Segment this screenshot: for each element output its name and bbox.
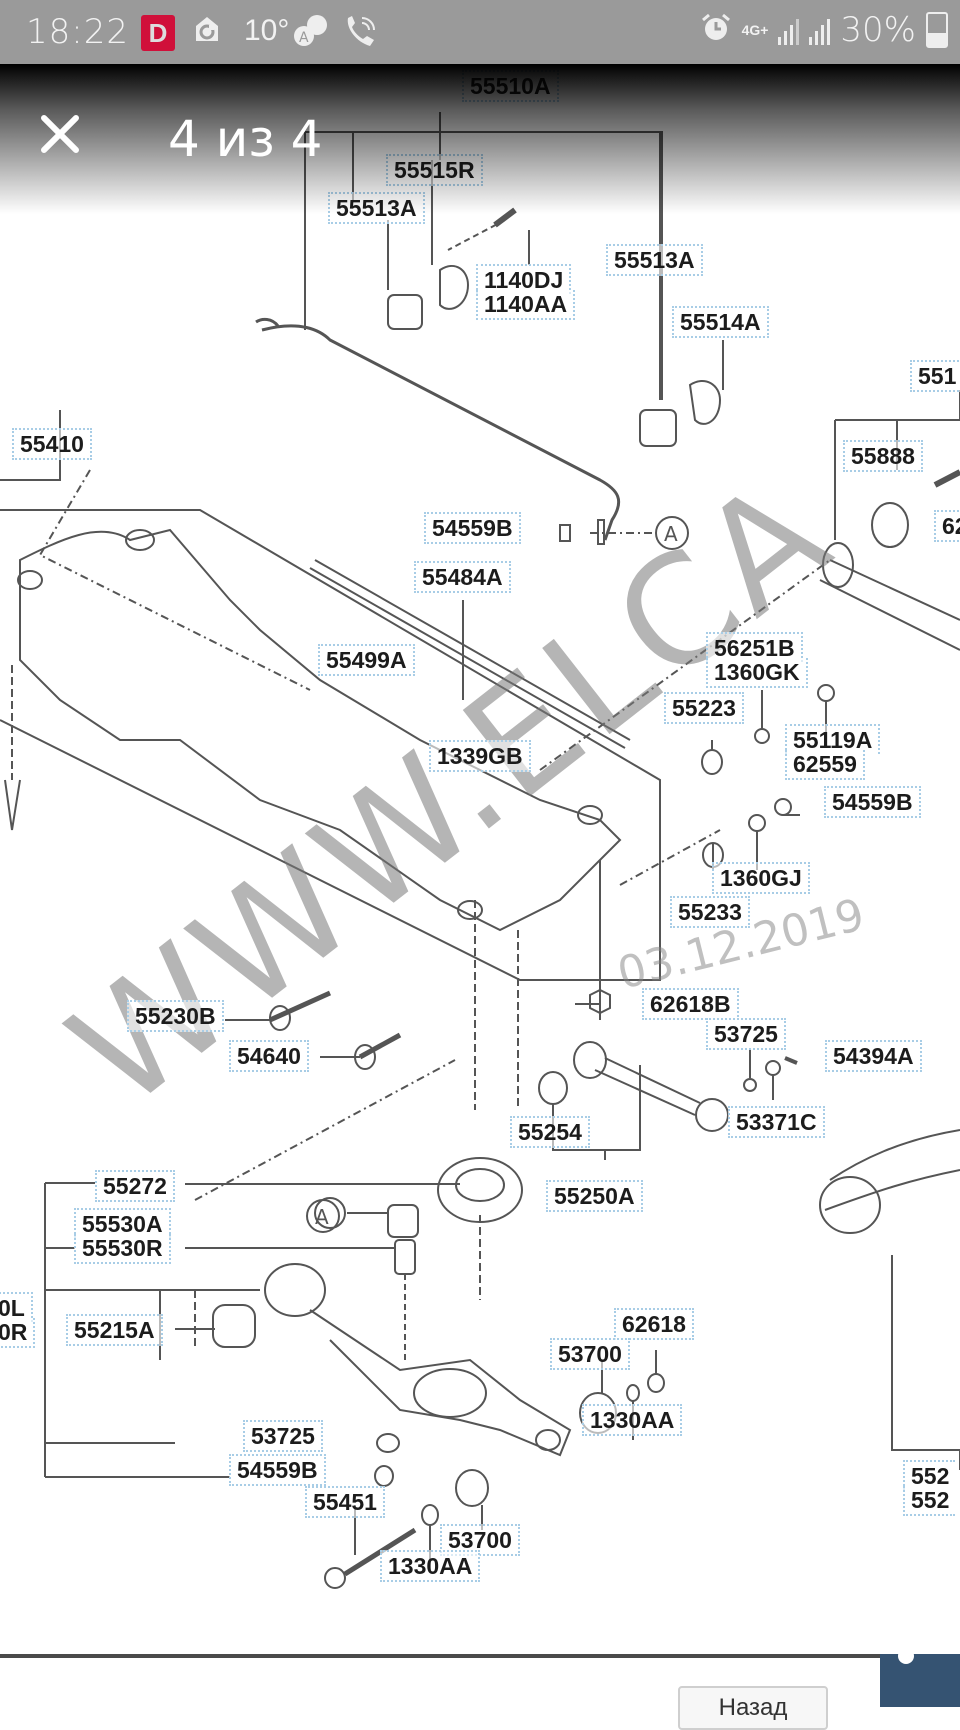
part-label[interactable]: 54559B [424,512,521,544]
svg-text:A: A [315,1205,329,1229]
part-label[interactable]: 55272 [95,1170,175,1202]
sync-icon [192,14,222,51]
part-label-edge[interactable]: 552 [903,1460,956,1490]
alarm-icon [700,12,732,49]
image-counter: 4 из 4 [168,110,323,168]
signal-icon [778,15,800,45]
part-label-edge[interactable]: 0L [0,1292,33,1322]
part-label[interactable]: 54394A [825,1040,922,1072]
svg-text:A: A [299,30,309,46]
part-label[interactable]: 55513A [328,192,425,224]
network-type: 4G+ [741,22,769,38]
battery-charging-icon [926,12,948,48]
part-label[interactable]: 56251B [706,632,803,662]
battery-percent: 30% [840,10,916,50]
part-label[interactable]: 55215A [66,1314,163,1346]
part-label[interactable]: 55510A [462,70,559,102]
part-label-edge[interactable]: 552 [903,1486,956,1516]
clock: 18:22 [26,12,129,52]
scroll-handle[interactable] [898,1648,914,1664]
svg-text:A: A [664,522,678,546]
part-label-edge[interactable]: 551 [910,360,960,392]
part-label[interactable]: 54559B [229,1454,326,1486]
part-label-edge[interactable]: 62 [934,510,960,542]
part-label[interactable]: 62618B [642,988,739,1020]
part-label[interactable]: 55451 [305,1486,385,1518]
part-label[interactable]: 55484A [414,561,511,593]
part-label[interactable]: 55233 [670,896,750,928]
part-label[interactable]: 55888 [843,440,923,472]
part-label[interactable]: 53700 [550,1338,630,1370]
part-label[interactable]: 55223 [664,692,744,724]
part-label[interactable]: 55254 [510,1116,590,1148]
wifi-call-icon [342,14,378,57]
part-label[interactable]: 55530A [74,1208,171,1238]
bottom-accent-panel [880,1654,960,1707]
parts-diagram[interactable]: A A WWW.ELCA 03.12.2019 55510A 55515R 55… [0,64,960,1654]
status-right: 4G+ 30% [700,10,948,50]
part-label[interactable]: 54559B [824,786,921,818]
part-label[interactable]: 62559 [785,750,865,780]
part-label[interactable]: 53725 [243,1420,323,1452]
part-label[interactable]: 1360GJ [712,862,810,894]
part-label[interactable]: 55119A [785,724,881,754]
part-label[interactable]: 1330AA [380,1550,481,1582]
temperature: 10° [244,14,290,47]
part-label[interactable]: 53725 [706,1018,786,1050]
part-label[interactable]: 54640 [229,1040,309,1072]
d-app-icon: D [141,15,175,51]
part-label[interactable]: 55499A [318,644,415,676]
part-label[interactable]: 55514A [672,306,769,338]
part-label[interactable]: 53371C [728,1106,825,1138]
signal-icon-2 [809,15,831,45]
part-label[interactable]: 55530R [74,1234,171,1264]
part-label[interactable]: 55513A [606,244,703,276]
part-label-edge[interactable]: 0R [0,1318,36,1348]
part-label[interactable]: 55250A [546,1180,643,1212]
part-label[interactable]: 55410 [12,428,92,460]
back-button[interactable]: Назад [678,1686,828,1730]
close-icon [41,115,79,153]
part-label[interactable]: 1140DJ [476,264,572,294]
close-button[interactable] [38,112,82,156]
part-label[interactable]: 62618 [614,1308,694,1340]
translate-icon: A [292,14,330,55]
part-label[interactable]: 55230B [127,1000,224,1032]
part-label[interactable]: 55515R [386,154,483,186]
part-label[interactable]: 1330AA [582,1404,683,1436]
part-label[interactable]: 1140AA [476,290,576,320]
status-bar: 18:22 D 10° A 4G+ 30% [0,0,960,64]
part-label[interactable]: 1339GB [429,740,531,772]
part-label[interactable]: 1360GK [706,658,808,688]
